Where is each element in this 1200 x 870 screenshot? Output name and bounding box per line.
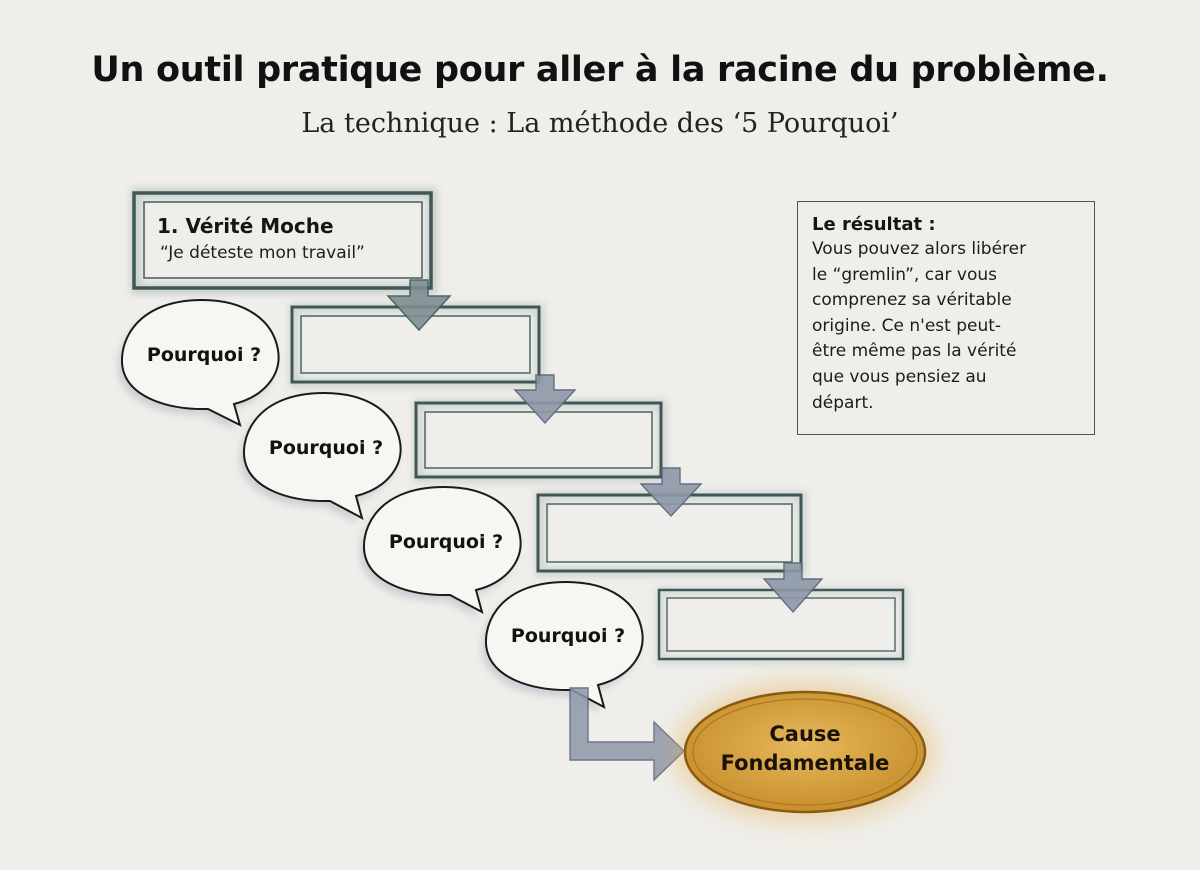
step-1-title: 1. Vérité Moche (157, 214, 334, 238)
result-line: Vous pouvez alors libérer (812, 239, 1027, 259)
arrow-down-2 (513, 374, 577, 425)
root-cause-line-1: Cause (769, 722, 841, 746)
root-cause-line-2: Fondamentale (720, 751, 890, 775)
result-line: origine. Ce n'est peut- (812, 315, 1002, 336)
speech-bubble-3 (359, 485, 522, 618)
arrow-to-cause (569, 687, 686, 782)
arrow-down-1 (386, 279, 452, 332)
root-cause-ellipse (675, 682, 935, 822)
root-cause-label: Cause Fondamentale (700, 720, 910, 778)
result-line: départ. (812, 392, 874, 413)
step-box-1 (131, 188, 437, 294)
bubble-label-3: Pourquoi ? (388, 531, 504, 553)
result-line: que vous pensiez au (812, 366, 987, 387)
bubble-label-4: Pourquoi ? (510, 625, 626, 647)
result-line: être même pas la vérité (812, 341, 1017, 362)
speech-bubble-4 (481, 580, 644, 713)
bubble-label-1: Pourquoi ? (146, 344, 262, 366)
result-title: Le résultat : (812, 214, 936, 235)
result-panel: Le résultat : Vous pouvez alors libérer … (797, 201, 1095, 435)
result-body: Vous pouvez alors libérer le “gremlin”, … (812, 237, 1084, 416)
result-line: le “gremlin”, car vous (812, 264, 997, 285)
bubble-label-2: Pourquoi ? (268, 437, 384, 459)
step-box-5 (656, 587, 908, 664)
arrow-down-3 (639, 467, 703, 518)
speech-bubble-2 (239, 391, 402, 524)
speech-bubble-1 (117, 298, 280, 431)
step-1-quote: “Je déteste mon travail” (160, 243, 365, 263)
result-line: comprenez sa véritable (812, 290, 1012, 311)
arrow-down-4 (762, 562, 824, 614)
page-subtitle: La technique : La méthode des ‘5 Pourquo… (301, 108, 899, 139)
page-title: Un outil pratique pour aller à la racine… (91, 50, 1109, 90)
